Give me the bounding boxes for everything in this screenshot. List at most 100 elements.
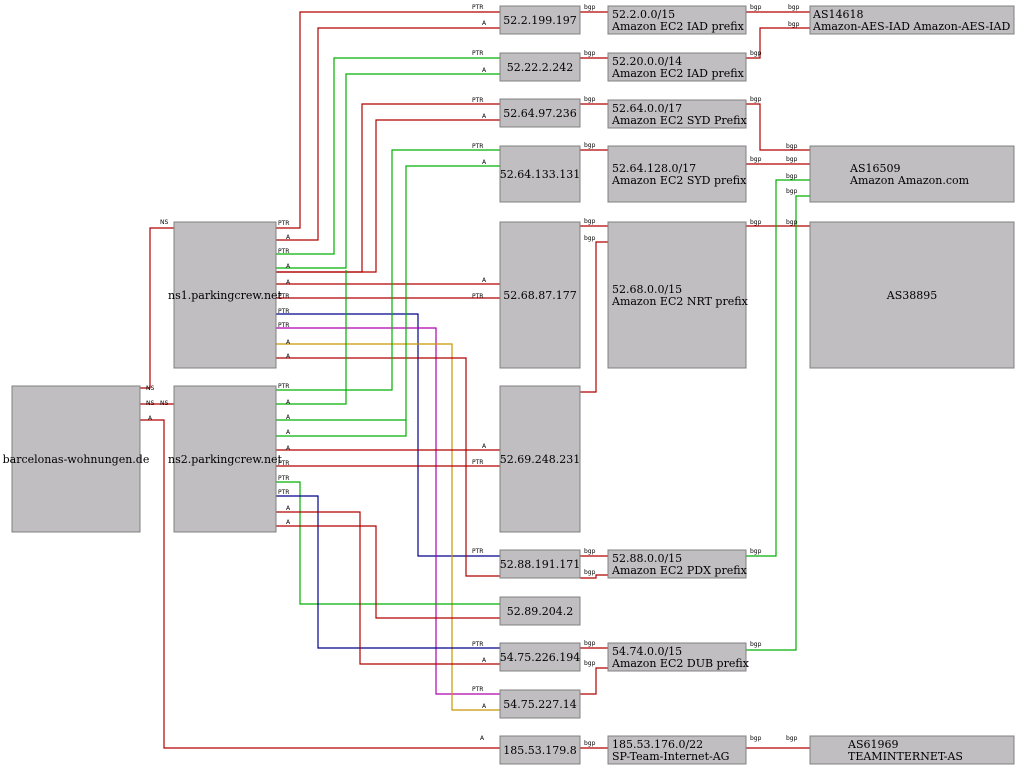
edge-label-a: A — [286, 399, 291, 406]
node-ip7-label-0: 52.88.191.171 — [500, 558, 580, 571]
node-pfx7-label-1: Amazon EC2 DUB prefix — [611, 657, 750, 670]
edge-13 — [276, 343, 500, 711]
edge-label-bgp: bgp — [584, 740, 596, 747]
edge-label-bgp: bgp — [786, 143, 798, 150]
node-ip2-box — [499, 52, 581, 82]
node-ip6-label-0: 52.69.248.231 — [500, 453, 580, 466]
edge-label-a: A — [480, 735, 485, 742]
edge-15 — [276, 149, 500, 391]
edge-23 — [276, 511, 500, 665]
edge-label-bgp: bgp — [750, 219, 762, 226]
node-ip10: 54.75.227.14 — [499, 689, 581, 719]
node-pfx6-box — [607, 549, 747, 579]
edge-17 — [276, 165, 500, 421]
node-as3-box — [809, 221, 1015, 369]
edge-14 — [276, 357, 500, 577]
edge-24 — [276, 525, 500, 619]
edge-label-ptr: PTR — [472, 293, 483, 300]
node-pfx7-box — [607, 642, 747, 672]
node-ip8: 52.89.204.2 — [499, 596, 581, 626]
edge-34 — [580, 574, 608, 579]
node-ip4-label-0: 52.64.133.131 — [500, 168, 580, 181]
edge-18 — [276, 420, 407, 437]
node-ip3: 52.64.97.236 — [499, 98, 581, 128]
node-ip6: 52.69.248.231 — [499, 385, 581, 533]
node-pfx5-label-0: 52.68.0.0/15 — [612, 283, 682, 296]
node-ip9: 54.75.226.194 — [499, 642, 581, 672]
node-ip2: 52.22.2.242 — [499, 52, 581, 82]
node-ip1-box — [499, 5, 581, 35]
node-ns1: ns1.parkingcrew.net — [168, 221, 283, 369]
node-ip5: 52.68.87.177 — [499, 221, 581, 369]
edge-label-a: A — [286, 263, 291, 270]
edge-label-a: A — [286, 234, 291, 241]
node-pfx3-label-1: Amazon EC2 SYD Prefix — [611, 114, 747, 127]
edge-label-ptr: PTR — [472, 548, 483, 555]
edge-label-ptr: PTR — [278, 460, 289, 467]
edge-label-bgp: bgp — [750, 50, 762, 57]
edge-label-bgp: bgp — [788, 4, 800, 11]
node-ip11: 185.53.179.8 — [499, 735, 581, 765]
edge-label-ptr: PTR — [278, 383, 289, 390]
edge-label-a: A — [482, 443, 487, 450]
edge-label-bgp: bgp — [584, 235, 596, 242]
edge-label-a: A — [148, 415, 153, 422]
node-ip4-box — [499, 145, 581, 203]
node-as3-label-0: AS38895 — [886, 289, 937, 302]
node-ip10-box — [499, 689, 581, 719]
edge-5 — [276, 57, 500, 255]
node-as2-label-0: AS16509 — [849, 162, 900, 175]
node-as1-label-1: Amazon-AES-IAD Amazon-AES-IAD — [812, 20, 1010, 33]
node-ip6-box — [499, 385, 581, 533]
edge-label-ns: NS — [160, 400, 168, 407]
edge-label-bgp: bgp — [584, 660, 596, 667]
edge-label-ptr: PTR — [472, 641, 483, 648]
edge-label-a: A — [286, 519, 291, 526]
node-pfx3-label-0: 52.64.0.0/17 — [612, 102, 682, 115]
edge-label-bgp: bgp — [786, 156, 798, 163]
edge-label-ptr: PTR — [472, 50, 483, 57]
edge-label-bgp: bgp — [584, 569, 596, 576]
edge-label-bgp: bgp — [786, 219, 798, 226]
node-ip8-box — [499, 596, 581, 626]
node-pfx6-label-0: 52.88.0.0/15 — [612, 552, 682, 565]
node-pfx2-label-0: 52.20.0.0/14 — [612, 55, 682, 68]
node-ns1-label-0: ns1.parkingcrew.net — [168, 289, 283, 302]
node-as4-label-1: TEAMINTERNET-AS — [848, 750, 963, 763]
node-ip11-box — [499, 735, 581, 765]
edge-label-ptr: PTR — [278, 248, 289, 255]
edge-label-a: A — [482, 657, 487, 664]
edge-0 — [140, 227, 174, 389]
node-domain-box — [11, 385, 141, 533]
node-pfx2-box — [607, 52, 747, 82]
node-as3: AS38895 — [809, 221, 1015, 369]
edge-label-ptr: PTR — [472, 97, 483, 104]
edge-label-bgp: bgp — [584, 218, 596, 225]
edge-label-a: A — [286, 339, 291, 346]
node-as4-box — [809, 735, 1015, 765]
edge-label-ns: NS — [160, 219, 168, 226]
edge-label-bgp: bgp — [584, 548, 596, 555]
node-pfx4-label-0: 52.64.128.0/17 — [612, 162, 696, 175]
node-pfx4-label-1: Amazon EC2 SYD prefix — [611, 174, 747, 187]
edge-label-bgp: bgp — [584, 142, 596, 149]
node-ip3-label-0: 52.64.97.236 — [503, 107, 576, 120]
node-as2-box — [809, 145, 1015, 203]
edge-label-a: A — [482, 159, 487, 166]
node-as1-label-0: AS14618 — [812, 8, 863, 21]
node-ip9-box — [499, 642, 581, 672]
edge-label-ptr: PTR — [472, 686, 483, 693]
node-ip11-label-0: 185.53.179.8 — [503, 744, 576, 757]
edge-label-ptr: PTR — [278, 220, 289, 227]
edge-21 — [276, 481, 500, 605]
edge-8 — [276, 119, 500, 273]
